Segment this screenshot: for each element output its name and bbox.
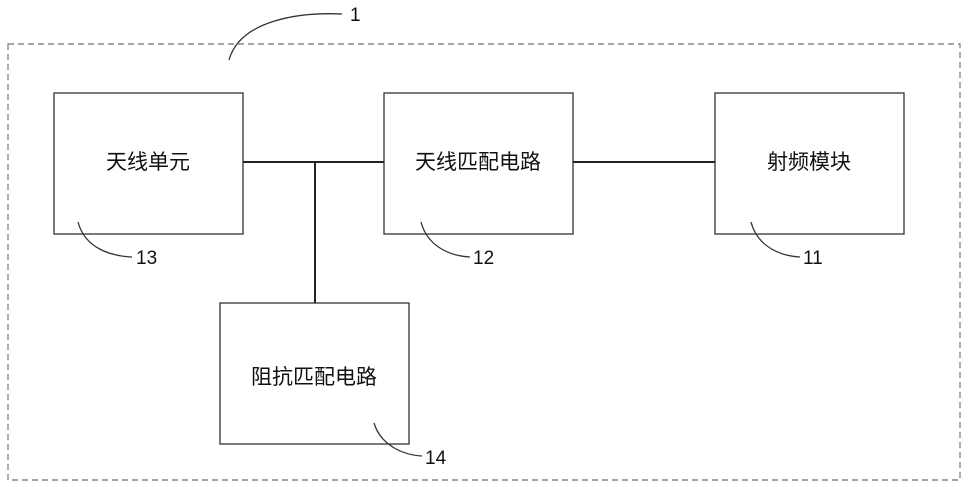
outer-ref-leader	[229, 14, 342, 60]
block-antenna-unit: 天线单元 13	[54, 93, 243, 269]
block-impedance-match-ref: 14	[425, 448, 447, 469]
block-antenna-match-ref: 12	[473, 248, 494, 269]
outer-ref-number: 1	[350, 5, 361, 26]
block-antenna-match-label: 天线匹配电路	[415, 150, 541, 174]
block-impedance-match-label: 阻抗匹配电路	[251, 365, 377, 389]
block-rf-module-label: 射频模块	[767, 150, 851, 174]
block-antenna-unit-ref: 13	[136, 248, 157, 269]
block-rf-module-ref: 11	[803, 248, 823, 269]
block-antenna-unit-label: 天线单元	[106, 150, 190, 174]
block-rf-module: 射频模块 11	[715, 93, 904, 269]
block-antenna-match: 天线匹配电路 12	[384, 93, 573, 269]
block-impedance-match: 阻抗匹配电路 14	[220, 303, 447, 469]
